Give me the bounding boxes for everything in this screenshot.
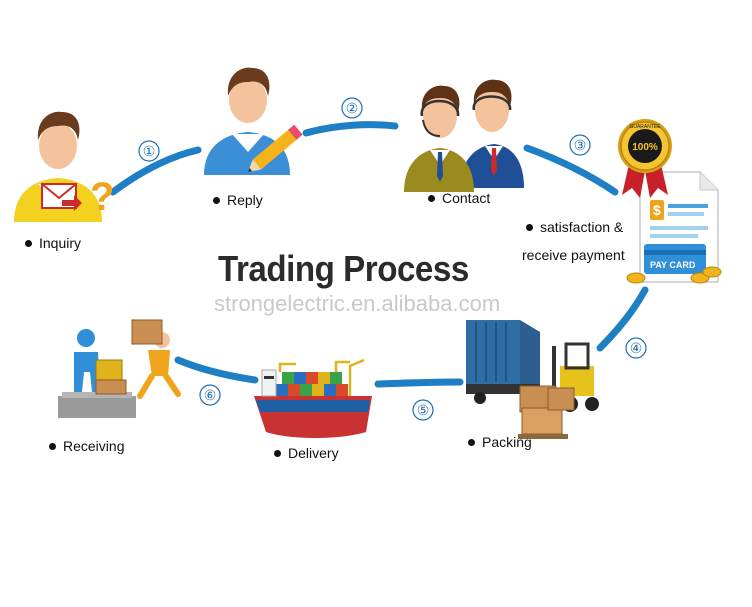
person-question-icon: ? <box>14 111 114 222</box>
bullet-dot <box>274 449 281 457</box>
svg-text:PAY CARD: PAY CARD <box>650 260 696 270</box>
step-label-receiving-text: Receiving <box>63 438 125 454</box>
svg-text:100%: 100% <box>632 142 658 153</box>
connector-arc-2 <box>302 121 399 137</box>
bullet-dot <box>49 442 56 450</box>
connector-number-4: ④ <box>625 337 647 359</box>
connector-arc-4 <box>596 286 649 352</box>
step-label-packing: Packing <box>468 434 532 450</box>
connector-arc-3 <box>523 144 619 196</box>
bullet-dot <box>468 438 475 446</box>
svg-text:GUARANTEE: GUARANTEE <box>629 124 661 130</box>
connector-number-5-text: ⑤ <box>417 402 430 418</box>
step-label-inquiry: Inquiry <box>25 235 81 251</box>
bullet-dot <box>213 196 220 204</box>
connector-number-3-text: ③ <box>574 137 587 153</box>
step-label-packing-text: Packing <box>482 434 532 450</box>
connector-arc-6 <box>174 356 259 384</box>
connector-number-6-text: ⑥ <box>204 387 217 403</box>
svg-text:$: $ <box>653 202 661 218</box>
step-label-payment-line1-text: satisfaction & <box>540 219 624 235</box>
container-forklift-icon <box>466 320 599 439</box>
step-label-receiving: Receiving <box>49 438 124 454</box>
person-pencil-icon <box>204 67 303 175</box>
step-label-reply-text: Reply <box>227 192 263 208</box>
step-label-reply: Reply <box>213 192 263 208</box>
diagram-title: Trading Process <box>218 248 469 289</box>
connector-number-2: ② <box>341 97 363 119</box>
cargo-ship-icon <box>254 358 372 438</box>
businessmen-headset-icon <box>404 79 524 192</box>
connector-number-2-text: ② <box>346 100 359 116</box>
step-label-delivery: Delivery <box>274 445 339 461</box>
bullet-dot <box>526 223 533 231</box>
connector-number-3: ③ <box>569 134 591 156</box>
connector-arc-1 <box>109 146 202 196</box>
step-label-payment-line2: receive payment <box>522 247 625 263</box>
connector-arc-5 <box>374 378 464 388</box>
watermark-text: strongelectric.en.alibaba.com <box>214 291 501 316</box>
bullet-dot <box>25 239 32 247</box>
connector-number-1: ① <box>138 140 160 162</box>
connector-number-1-text: ① <box>143 143 156 159</box>
svg-text:?: ? <box>90 175 114 219</box>
bullet-dot <box>428 194 435 202</box>
connector-number-5: ⑤ <box>412 399 434 421</box>
step-label-inquiry-text: Inquiry <box>39 235 82 251</box>
step-label-delivery-text: Delivery <box>288 445 339 461</box>
step-label-contact-text: Contact <box>442 190 491 206</box>
pay-card-guarantee-icon: $ PAY CARD 100% GUARANTEE <box>618 119 722 284</box>
step-label-contact: Contact <box>428 190 490 206</box>
connector-number-4-text: ④ <box>630 340 643 356</box>
connector-number-6: ⑥ <box>199 384 221 406</box>
courier-boxes-icon <box>58 319 181 418</box>
step-label-payment-line1: satisfaction & <box>526 219 623 235</box>
